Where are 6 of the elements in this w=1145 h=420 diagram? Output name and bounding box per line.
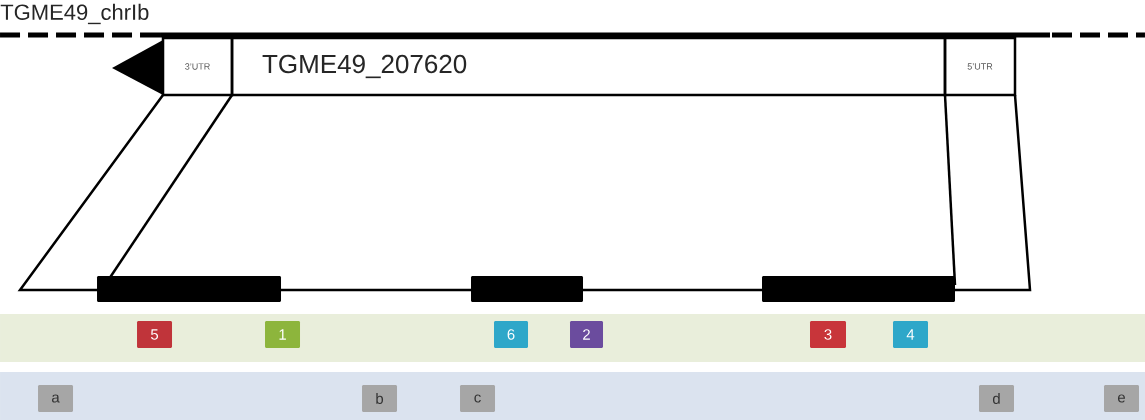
- utr-box: 3’UTR: [161, 36, 234, 97]
- band: [0, 372, 1145, 420]
- band: [0, 314, 1145, 362]
- utr-box: 5’UTR: [943, 36, 1017, 97]
- gene-box: TGME49_207620: [230, 36, 947, 97]
- chromosome-label: TGME49_chrIb: [0, 3, 149, 25]
